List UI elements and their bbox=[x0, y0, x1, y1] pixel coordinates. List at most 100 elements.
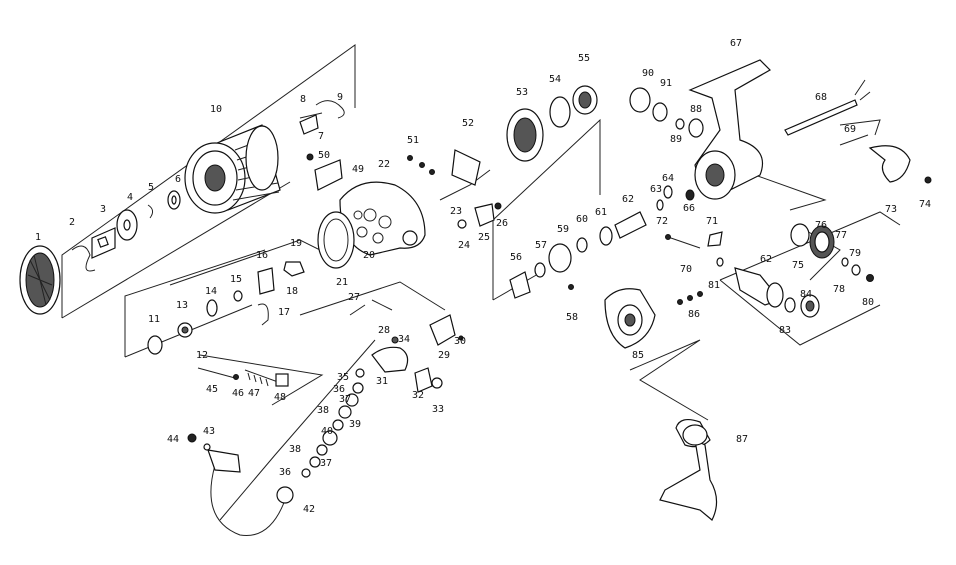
group-outlines bbox=[61, 44, 901, 521]
drag-knob-part bbox=[19, 245, 61, 315]
rotor-cover-part bbox=[317, 211, 355, 269]
part-number-label: 19 bbox=[290, 238, 302, 249]
part-number-label: 13 bbox=[176, 300, 188, 311]
part-number-label: 6 bbox=[175, 174, 181, 185]
part-number-label: 24 bbox=[458, 240, 470, 251]
part-number-label: 7 bbox=[318, 131, 324, 142]
part-drawings bbox=[19, 59, 932, 537]
knob-90-part bbox=[629, 87, 651, 113]
part-number-label: 52 bbox=[462, 118, 474, 129]
part-number-label: 78 bbox=[833, 284, 845, 295]
part-number-label: 55 bbox=[578, 53, 590, 64]
stopper-16-part bbox=[257, 267, 275, 295]
part-number-label: 18 bbox=[286, 286, 298, 297]
pin-27-part bbox=[349, 299, 393, 316]
part-number-label: 11 bbox=[148, 314, 160, 325]
pinion-62-part bbox=[614, 211, 647, 239]
part-number-label: 36 bbox=[333, 384, 345, 395]
part-number-label: 62 bbox=[622, 194, 634, 205]
part-number-label: 38 bbox=[317, 405, 329, 416]
part-number-label: 91 bbox=[660, 78, 672, 89]
part-number-label: 33 bbox=[432, 404, 444, 415]
part-number-label: 8 bbox=[300, 94, 306, 105]
part-number-label: 80 bbox=[862, 297, 874, 308]
part-number-label: 37 bbox=[320, 458, 332, 469]
part-number-label: 50 bbox=[318, 150, 330, 161]
part-number-label: 20 bbox=[363, 250, 375, 261]
part-number-label: 85 bbox=[632, 350, 644, 361]
part-number-label: 89 bbox=[670, 134, 682, 145]
part-number-label: 72 bbox=[656, 216, 668, 227]
nut-18-part bbox=[283, 261, 305, 277]
part-number-label: 90 bbox=[642, 68, 654, 79]
part-number-label: 15 bbox=[230, 274, 242, 285]
part-number-label: 77 bbox=[835, 230, 847, 241]
part-number-label: 22 bbox=[378, 159, 390, 170]
part-number-label: 25 bbox=[478, 232, 490, 243]
reel-body-67-part bbox=[688, 59, 771, 200]
part-number-label: 31 bbox=[376, 376, 388, 387]
collar-59-part bbox=[548, 243, 572, 273]
part-number-label: 88 bbox=[690, 104, 702, 115]
part-number-label: 14 bbox=[205, 286, 217, 297]
part-number-label: 28 bbox=[378, 325, 390, 336]
part-number-label: 87 bbox=[736, 434, 748, 445]
part-number-label: 84 bbox=[800, 289, 812, 300]
bail-wire-42-part bbox=[210, 464, 286, 537]
handle-87-part bbox=[659, 418, 718, 521]
plate-52-part bbox=[451, 149, 481, 186]
part-number-label: 54 bbox=[549, 74, 561, 85]
part-number-label: 86 bbox=[688, 309, 700, 320]
part-number-label: 61 bbox=[595, 207, 607, 218]
clip-part bbox=[71, 245, 96, 272]
part-number-label: 2 bbox=[69, 217, 75, 228]
part-number-label: 60 bbox=[576, 214, 588, 225]
part-number-label: 17 bbox=[278, 307, 290, 318]
part-number-label: 67 bbox=[730, 38, 742, 49]
part-number-label: 3 bbox=[100, 204, 106, 215]
part-number-label: 76 bbox=[815, 220, 827, 231]
part-number-label: 51 bbox=[407, 135, 419, 146]
part-number-label: 63 bbox=[650, 184, 662, 195]
part-number-label: 62 bbox=[760, 254, 772, 265]
part-number-label: 81 bbox=[708, 280, 720, 291]
part-number-label: 70 bbox=[680, 264, 692, 275]
part-number-label: 58 bbox=[566, 312, 578, 323]
part-number-label: 40 bbox=[321, 426, 333, 437]
spring-17-part bbox=[257, 303, 269, 326]
part-number-label: 49 bbox=[352, 164, 364, 175]
washer-11-part bbox=[147, 335, 163, 355]
part-number-label: 79 bbox=[849, 248, 861, 259]
part-number-label: 59 bbox=[557, 224, 569, 235]
part-number-label: 45 bbox=[206, 384, 218, 395]
part-number-label: 46 bbox=[232, 388, 244, 399]
part-number-label: 23 bbox=[450, 206, 462, 217]
part-number-label: 39 bbox=[349, 419, 361, 430]
cap-48-part bbox=[275, 373, 289, 387]
part-number-label: 83 bbox=[779, 325, 791, 336]
part-number-label: 43 bbox=[203, 426, 215, 437]
part-number-label: 75 bbox=[792, 260, 804, 271]
part-number-label: 29 bbox=[438, 350, 450, 361]
part-number-label: 10 bbox=[210, 104, 222, 115]
washer-14-part bbox=[206, 299, 218, 317]
bail-arm-31-part bbox=[371, 346, 409, 373]
part-number-label: 12 bbox=[196, 350, 208, 361]
part-number-label: 42 bbox=[303, 504, 315, 515]
part-number-label: 35 bbox=[337, 372, 349, 383]
shaft-68-part bbox=[784, 99, 858, 136]
part-number-label: 73 bbox=[885, 204, 897, 215]
part-number-label: 47 bbox=[248, 388, 260, 399]
part-number-label: 36 bbox=[279, 467, 291, 478]
pin-69-part bbox=[839, 134, 869, 146]
part-number-label: 68 bbox=[815, 92, 827, 103]
part-number-label: 71 bbox=[706, 216, 718, 227]
part-number-label: 34 bbox=[398, 334, 410, 345]
washer-54-part bbox=[549, 96, 571, 128]
part-number-label: 69 bbox=[844, 124, 856, 135]
part-number-label: 48 bbox=[274, 392, 286, 403]
rotor-part bbox=[339, 181, 426, 256]
part-number-label: 9 bbox=[337, 92, 343, 103]
part-number-label: 26 bbox=[496, 218, 508, 229]
